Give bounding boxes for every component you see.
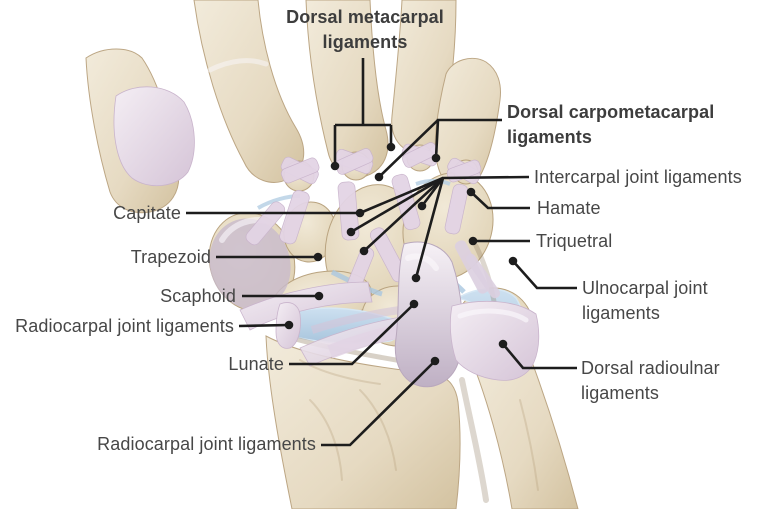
leader-line-intercarpal-joint-ligaments	[359, 176, 444, 215]
label-line: Hamate	[537, 198, 601, 218]
label-capitate: Capitate	[113, 201, 181, 226]
label-triquetral: Triquetral	[536, 229, 612, 254]
label-line: ligaments	[581, 383, 659, 403]
label-line: Ulnocarpal joint	[582, 278, 708, 298]
label-lunate: Lunate	[228, 352, 284, 377]
leader-dot-radiocarpal-joint-ligaments-bottom	[430, 356, 440, 366]
leader-dot-intercarpal-joint-ligaments	[417, 201, 427, 211]
label-line: Dorsal radioulnar	[581, 358, 720, 378]
leader-dot-capitate	[355, 208, 365, 218]
label-line: Scaphoid	[160, 286, 236, 306]
leader-dot-radiocarpal-joint-ligaments-left	[284, 320, 294, 330]
label-line: Trapezoid	[130, 247, 211, 267]
label-line: Capitate	[113, 203, 181, 223]
label-line: Triquetral	[536, 231, 613, 251]
label-line: Radiocarpal joint ligaments	[15, 316, 234, 336]
leader-dot-ulnocarpal-joint-ligaments	[508, 256, 518, 266]
label-dorsal-carpometacarpal-ligaments: Dorsal carpometacarpal ligaments	[507, 100, 714, 150]
label-line: ligaments	[322, 32, 408, 52]
label-line: Dorsal carpometacarpal	[507, 102, 715, 122]
leader-dot-triquetral	[468, 236, 478, 246]
label-line: Dorsal metacarpal	[286, 7, 444, 27]
leader-dot-intercarpal-joint-ligaments	[411, 273, 421, 283]
leader-line-radiocarpal-joint-ligaments-bottom	[321, 360, 436, 447]
leader-dot-intercarpal-joint-ligaments	[359, 246, 369, 256]
leader-dot-dorsal-metacarpal-ligaments	[330, 161, 340, 171]
label-line: Radiocarpal joint ligaments	[97, 434, 316, 454]
leader-line-intercarpal-joint-ligaments	[350, 176, 444, 234]
label-radiocarpal-joint-ligaments-bottom: Radiocarpal joint ligaments	[97, 432, 316, 457]
label-hamate: Hamate	[537, 196, 601, 221]
leader-dot-dorsal-metacarpal-ligaments	[386, 142, 396, 152]
leader-dot-dorsal-carpometacarpal-ligaments	[431, 153, 441, 163]
label-line: ligaments	[582, 303, 660, 323]
metacarpal-bones	[85, 0, 501, 214]
leader-dot-dorsal-radioulnar-ligaments	[498, 339, 508, 349]
leader-line-radiocarpal-joint-ligaments-left	[238, 323, 290, 328]
leader-dot-trapezoid	[313, 252, 323, 262]
label-radiocarpal-joint-ligaments-left: Radiocarpal joint ligaments	[15, 314, 234, 339]
label-dorsal-metacarpal-ligaments: Dorsal metacarpal ligaments	[286, 5, 444, 55]
label-trapezoid: Trapezoid	[131, 245, 211, 270]
label-line: Intercarpal joint ligaments	[534, 167, 742, 187]
leader-dot-scaphoid	[314, 291, 324, 301]
ulnocarpal-ligament-strips	[454, 240, 501, 299]
label-ulnocarpal-joint-ligaments: Ulnocarpal joint ligaments	[582, 276, 708, 326]
label-line: ligaments	[507, 127, 592, 147]
label-intercarpal-joint-ligaments: Intercarpal joint ligaments	[534, 165, 742, 190]
label-scaphoid: Scaphoid	[160, 284, 236, 309]
label-line: Lunate	[228, 354, 284, 374]
leader-line-dorsal-radioulnar-ligaments	[502, 343, 577, 370]
leader-line-ulnocarpal-joint-ligaments	[512, 260, 577, 290]
leader-line-dorsal-carpometacarpal-ligaments	[378, 119, 439, 178]
dorsal-metacarpal-ligament-patches	[280, 142, 482, 185]
leader-dot-dorsal-carpometacarpal-ligaments	[374, 172, 384, 182]
leader-dot-hamate	[466, 187, 476, 197]
leader-line-hamate	[470, 191, 530, 210]
leader-line-intercarpal-joint-ligaments	[414, 177, 445, 279]
leader-line-lunate	[289, 303, 415, 366]
label-dorsal-radioulnar-ligaments: Dorsal radioulnar ligaments	[581, 356, 720, 406]
thumb-ligament-wrap	[113, 86, 195, 187]
leader-line-intercarpal-joint-ligaments	[363, 177, 444, 252]
leader-dot-intercarpal-joint-ligaments	[346, 227, 356, 237]
leader-dot-lunate	[409, 299, 419, 309]
